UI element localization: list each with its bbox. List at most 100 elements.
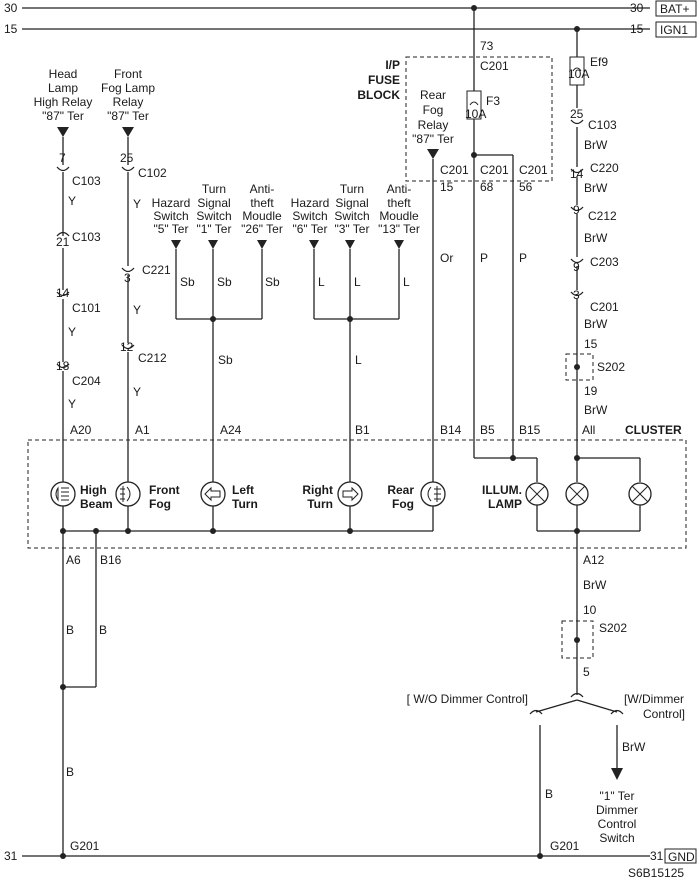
lt-src3-line3: Moudle xyxy=(242,209,282,223)
wire-color-b: B xyxy=(66,765,74,779)
rail-31-right: 31 xyxy=(650,849,664,863)
illum-lamp-label-1: ILLUM. xyxy=(482,483,522,497)
ground-left: A6 B16 B B B G201 xyxy=(60,531,122,859)
c103-label: C103 xyxy=(588,118,617,132)
pin-all: All xyxy=(582,423,595,437)
rt-src2-line3: Switch xyxy=(334,209,369,223)
c212-pin: 12 xyxy=(120,340,134,354)
diagram-code: S6B15125 xyxy=(628,866,684,880)
wire-color-y: Y xyxy=(68,397,76,411)
fuse-block-title-2: FUSE xyxy=(368,73,400,87)
head-lamp-label-3: High Relay xyxy=(34,95,93,109)
lt-src2-line1: Turn xyxy=(202,182,226,196)
lt-src3-line1: Anti- xyxy=(250,182,275,196)
c201-pin: 3 xyxy=(573,288,580,302)
front-fog-label-2: Fog xyxy=(149,497,171,511)
dimmer-switch-label-1: "1" Ter xyxy=(600,789,635,803)
fog-relay-label-2: Fog Lamp xyxy=(101,81,155,95)
right-turn-label-1: Right xyxy=(302,483,333,497)
rear-fog-relay-2: Fog xyxy=(423,103,444,117)
front-fog-circuit: Front Fog Lamp Relay "87" Ter 25 C102 Y … xyxy=(101,67,171,482)
c102-pin: 25 xyxy=(120,151,134,165)
cluster-outline xyxy=(27,439,687,549)
lt-src1-line1: Hazard xyxy=(152,196,191,210)
arrow-down xyxy=(611,768,623,780)
rt-src2-line4: "3" Ter xyxy=(335,222,370,236)
c103-label: C103 xyxy=(72,174,101,188)
ground-right: A12 BrW 10 S202 5 [ W/O Dimmer Control] … xyxy=(407,531,685,859)
terminal-arrow xyxy=(427,149,439,159)
c204-label: C204 xyxy=(72,374,101,388)
fuse-ef9-label: Ef9 xyxy=(590,55,608,69)
c101-pin: 14 xyxy=(56,286,70,300)
dimmer-switch-label-3: Control xyxy=(598,817,637,831)
c103-pin: 25 xyxy=(570,107,584,121)
head-lamp-label-4: "87" Ter xyxy=(42,109,84,123)
illum-lamp-icon xyxy=(525,482,549,506)
wire-color-y: Y xyxy=(68,194,76,208)
w-dimmer-label-2: Control] xyxy=(643,707,685,721)
fuse-block-outline xyxy=(405,56,553,182)
rt-src3-line4: "13" Ter xyxy=(378,222,420,236)
dimmer-switch-label-4: Switch xyxy=(599,831,634,845)
c103-pin: 7 xyxy=(59,151,66,165)
wire-color-y: Y xyxy=(133,303,141,317)
pin-b14: B14 xyxy=(440,423,462,437)
rail-30-tag: BAT+ xyxy=(660,2,689,16)
wo-dimmer-label: [ W/O Dimmer Control] xyxy=(407,692,528,706)
rear-fog-relay-3: Relay xyxy=(418,118,449,132)
c204-pin: 18 xyxy=(56,359,70,373)
c220-pin: 14 xyxy=(570,167,584,181)
terminal-arrow xyxy=(345,240,355,249)
wire-color-y: Y xyxy=(133,385,141,399)
fuse-block-title-1: I/P xyxy=(385,58,400,72)
wire-color-brw: BrW xyxy=(584,138,608,152)
right-turn-label-2: Turn xyxy=(307,497,333,511)
wire-color-brw: BrW xyxy=(583,578,607,592)
wire-color-sb: Sb xyxy=(180,275,195,289)
wire-color-p: P xyxy=(519,251,527,265)
high-beam-label-2: Beam xyxy=(80,497,113,511)
rail-15-left: 15 xyxy=(4,22,18,36)
rt-src3-line2: theft xyxy=(387,196,411,210)
high-beam-label-1: High xyxy=(80,483,107,497)
s202-label: S202 xyxy=(599,621,627,635)
pin-b15: B15 xyxy=(519,423,541,437)
cluster-title: CLUSTER xyxy=(625,423,682,437)
c101-label: C101 xyxy=(72,301,101,315)
front-fog-label-1: Front xyxy=(149,483,180,497)
high-beam-indicator-icon xyxy=(50,481,76,507)
s202-pin-19: 19 xyxy=(584,384,598,398)
splice-s202-bottom xyxy=(561,620,594,659)
c201-pin-56: 56 xyxy=(519,180,533,194)
c103b-pin: 21 xyxy=(56,235,70,249)
wire-color-b: B xyxy=(66,623,74,637)
illum-lamp-label-2: LAMP xyxy=(488,497,522,511)
rail-31-tag: GND xyxy=(668,850,695,864)
head-lamp-label-1: Head xyxy=(49,67,78,81)
fuse-f3-label: F3 xyxy=(486,94,500,108)
terminal-arrow xyxy=(394,240,404,249)
lt-src2-line4: "1" Ter xyxy=(197,222,232,236)
wire-color-b: B xyxy=(99,623,107,637)
fuse-ef9-rating: 10A xyxy=(568,67,589,81)
pin-b5: B5 xyxy=(480,423,495,437)
lt-src2-line2: Signal xyxy=(197,196,230,210)
wire-color-brw: BrW xyxy=(584,231,608,245)
pin-a1: A1 xyxy=(135,423,150,437)
splice-s202-top xyxy=(565,353,594,381)
illum-lamp-icon xyxy=(565,482,589,506)
terminal-arrow xyxy=(171,240,181,249)
wire-color-or: Or xyxy=(440,251,453,265)
rail-31-left: 31 xyxy=(4,849,18,863)
ground-g201: G201 xyxy=(70,839,100,853)
c221-label: C221 xyxy=(142,263,171,277)
rear-fog-label-2: Fog xyxy=(392,497,414,511)
ground-g201: G201 xyxy=(550,839,580,853)
terminal-arrow xyxy=(257,240,267,249)
wire-color-sb: Sb xyxy=(218,353,233,367)
rt-src3-line3: Moudle xyxy=(379,209,419,223)
rt-src3-line1: Anti- xyxy=(387,182,412,196)
lt-src1-line2: Switch xyxy=(153,209,188,223)
rear-fog-relay-1: Rear xyxy=(420,88,446,102)
